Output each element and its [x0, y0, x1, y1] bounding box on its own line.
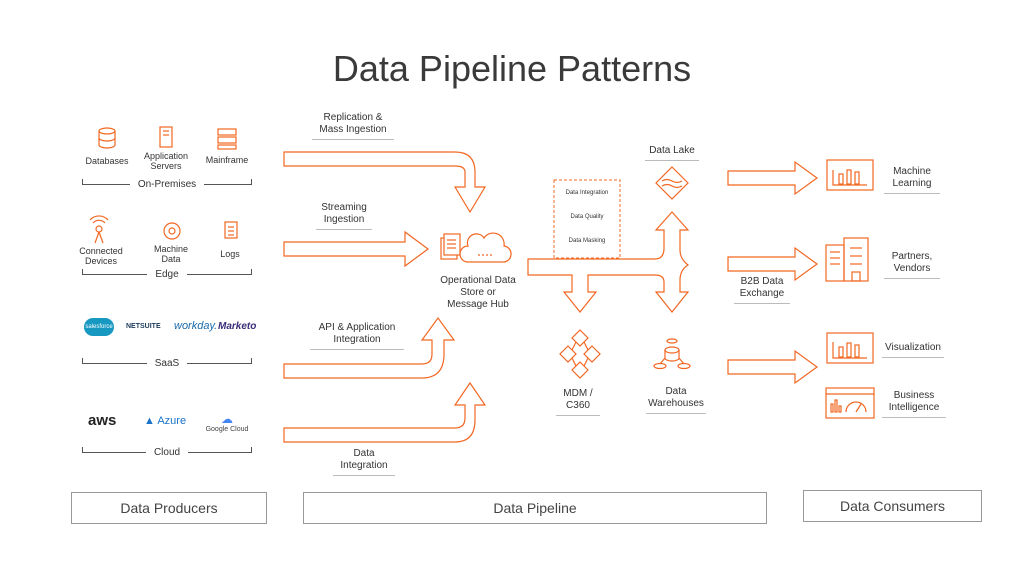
consumer-arrow-b2b [727, 246, 819, 282]
main-pipe [527, 211, 690, 313]
business-intelligence-icon [825, 387, 875, 419]
visualization-icon [826, 332, 874, 364]
producer-logs: Logs [220, 249, 240, 259]
partners-building-icon [825, 237, 869, 282]
connected-devices-icon [89, 215, 109, 244]
streaming-label: Streaming Ingestion [316, 202, 372, 230]
api-arrow [283, 316, 456, 379]
producer-connected-devices: Connected Devices [79, 246, 123, 266]
logs-icon [224, 221, 238, 239]
machine-learning-icon [826, 159, 874, 191]
footer-data-producers: Data Producers [71, 492, 267, 524]
group-edge: Edge [82, 268, 253, 280]
workday-logo: workday. [174, 320, 218, 332]
application-server-icon [159, 126, 173, 148]
group-saas-label: SaaS [154, 357, 180, 369]
replication-arrow [283, 151, 487, 214]
dq-box [553, 179, 621, 259]
azure-logo: ▲ Azure [144, 415, 187, 427]
ods-icon [440, 232, 512, 263]
ods-label: Operational Data Store or Message Hub [440, 275, 516, 310]
footer-data-pipeline: Data Pipeline [303, 492, 767, 524]
dq-item-quality: Data Quality [570, 214, 604, 220]
producer-mainframe: Mainframe [205, 155, 249, 165]
group-saas: SaaS [82, 357, 252, 369]
mdm-icon [559, 329, 601, 379]
streaming-arrow [283, 230, 430, 268]
consumer-visualization: Visualization [882, 342, 944, 358]
netsuite-logo: NETSUITE [126, 323, 161, 330]
warehouses-label: Data Warehouses [646, 386, 706, 414]
group-cloud: Cloud [82, 446, 253, 458]
dq-item-integration: Data Integration [565, 190, 609, 196]
producer-application-servers: Application Servers [143, 151, 189, 171]
consumer-partners-vendors: Partners, Vendors [884, 251, 940, 279]
producer-databases: Databases [85, 156, 129, 166]
database-icon [98, 127, 116, 149]
footer-data-consumers: Data Consumers [803, 490, 982, 522]
api-label: API & Application Integration [310, 322, 404, 350]
mdm-label: MDM / C360 [556, 388, 600, 416]
data-lake-label: Data Lake [645, 145, 699, 161]
data-integration-arrow [283, 381, 487, 443]
dq-item-masking: Data Masking [568, 238, 606, 244]
consumer-machine-learning: Machine Learning [884, 166, 940, 194]
consumer-arrow-viz [727, 349, 819, 385]
group-cloud-label: Cloud [153, 446, 181, 458]
group-on-premises: On-Premises [82, 178, 253, 190]
marketo-logo: Marketo [218, 321, 257, 332]
replication-label: Replication & Mass Ingestion [312, 112, 394, 140]
group-edge-label: Edge [155, 268, 179, 280]
mainframe-icon [217, 128, 237, 150]
page-title: Data Pipeline Patterns [332, 48, 692, 89]
data-integration-label: Data Integration [333, 448, 395, 476]
consumer-business-intelligence: Business Intelligence [882, 390, 946, 418]
aws-logo: aws [88, 412, 117, 429]
data-lake-icon [655, 166, 689, 200]
b2b-label: B2B Data Exchange [734, 276, 790, 304]
salesforce-logo: salesforce [84, 318, 114, 336]
google-cloud-logo: ☁Google Cloud [205, 412, 249, 433]
machine-data-icon [163, 222, 181, 240]
producer-machine-data: Machine Data [153, 244, 189, 264]
group-on-premises-label: On-Premises [137, 178, 197, 190]
warehouse-icon [653, 338, 691, 370]
consumer-arrow-ml [727, 160, 819, 196]
